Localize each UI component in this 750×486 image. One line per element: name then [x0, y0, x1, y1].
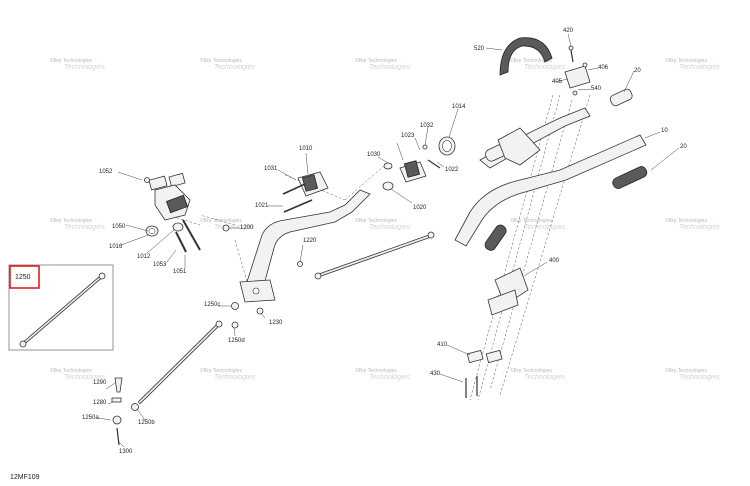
watermark-text: Technologies	[214, 64, 255, 71]
right-clamp-assembly	[382, 136, 456, 191]
watermark-text: Technologies	[369, 64, 410, 71]
watermark-text: Technologies	[214, 224, 255, 231]
part-label[interactable]: 405	[552, 79, 563, 85]
part-label[interactable]: 420	[563, 28, 574, 34]
watermark-text: Technologies	[679, 224, 720, 231]
watermark-text: ©Brp Technologies	[355, 217, 397, 224]
part-label[interactable]: 1053	[153, 262, 167, 268]
part-label[interactable]: 520	[474, 46, 485, 52]
watermark-text: Technologies	[214, 374, 255, 381]
part-label[interactable]: 1200	[240, 225, 254, 231]
watermark-text: ©Brp Technologies	[510, 367, 552, 374]
part-label[interactable]: 1052	[99, 169, 113, 175]
part-label[interactable]: 1020	[413, 205, 427, 211]
watermark-text: ©Brp Technologies	[355, 57, 397, 64]
part-label[interactable]: 1031	[264, 166, 278, 172]
part-label[interactable]: 20	[680, 144, 687, 150]
part-label[interactable]: 400	[549, 258, 560, 264]
leader-lines	[97, 33, 680, 448]
lower-rod-assembly	[111, 302, 264, 446]
part-label[interactable]: 1014	[452, 104, 466, 110]
part-label[interactable]: 1010	[299, 146, 313, 152]
watermark-text: Technologies	[64, 374, 105, 381]
watermark-text: ©Brp Technologies	[510, 217, 552, 224]
lower-clamp	[465, 267, 529, 398]
watermark-text: Technologies	[679, 374, 720, 381]
part-label[interactable]: 1250a	[82, 415, 99, 421]
watermark-text: Technologies	[64, 64, 105, 71]
part-label[interactable]: 1250d	[228, 338, 245, 344]
highlighted-part-label: 1250	[15, 274, 31, 281]
watermark-text: Technologies	[524, 374, 565, 381]
part-label[interactable]: 1230	[269, 320, 283, 326]
part-label[interactable]: 10	[661, 128, 668, 134]
watermark-text: ©Brp Technologies	[355, 367, 397, 374]
watermark-text: ©Brp Technologies	[50, 367, 92, 374]
left-bracket-assembly	[144, 172, 201, 253]
part-label[interactable]: 406	[598, 65, 609, 71]
part-label[interactable]: 1280	[93, 400, 107, 406]
grips	[484, 88, 648, 251]
tie-rod	[297, 231, 435, 280]
part-labels: 1290 1280 1250a 1250b 1300 1250c 1250d 1…	[82, 28, 687, 455]
part-label[interactable]: 1021	[255, 203, 269, 209]
handguard	[499, 37, 553, 76]
part-label[interactable]: 1023	[401, 133, 415, 139]
part-label[interactable]: 1220	[303, 238, 317, 244]
watermark-text: Technologies	[524, 64, 565, 71]
part-label[interactable]: 1051	[173, 269, 187, 275]
watermark-text: Technologies	[369, 224, 410, 231]
part-label[interactable]: 1300	[119, 449, 133, 455]
center-support-bar	[222, 189, 371, 303]
watermark-text: ©Brp Technologies	[665, 57, 707, 64]
part-label[interactable]: 20	[634, 68, 641, 74]
part-label[interactable]: 1290	[93, 380, 107, 386]
part-label[interactable]: 410	[437, 342, 448, 348]
watermark-text: Technologies	[369, 374, 410, 381]
diagram-reference-code: 12MF109	[10, 474, 40, 481]
part-label[interactable]: 430	[430, 371, 441, 377]
center-clamp-assembly	[282, 171, 329, 213]
watermark-text: ©Brp Technologies	[665, 367, 707, 374]
watermark-text: ©Brp Technologies	[50, 57, 92, 64]
watermark-text: ©Brp Technologies	[665, 217, 707, 224]
part-label[interactable]: 1032	[420, 123, 434, 129]
part-label[interactable]: 1250b	[138, 420, 155, 426]
highlight-box	[9, 265, 40, 289]
watermark-text: ©Brp Technologies	[50, 217, 92, 224]
part-label[interactable]: 1012	[137, 254, 151, 260]
watermark-text: Technologies	[524, 224, 565, 231]
part-label[interactable]: 540	[591, 86, 602, 92]
watermark-text: ©Brp Technologies	[510, 57, 552, 64]
part-label[interactable]: 1016	[109, 244, 123, 250]
inset-box-1250[interactable]: 1250	[8, 264, 114, 351]
watermark-text: ©Brp Technologies	[200, 57, 242, 64]
watermark-text: ©Brp Technologies	[200, 367, 242, 374]
part-label[interactable]: 1050	[112, 224, 126, 230]
part-label[interactable]: 1030	[367, 152, 381, 158]
part-label[interactable]: 1022	[445, 167, 459, 173]
watermark-text: ©Brp Technologies	[200, 217, 242, 224]
watermark-text: Technologies	[64, 224, 105, 231]
part-label[interactable]: 1250c	[204, 302, 220, 308]
watermark-text: Technologies	[679, 64, 720, 71]
